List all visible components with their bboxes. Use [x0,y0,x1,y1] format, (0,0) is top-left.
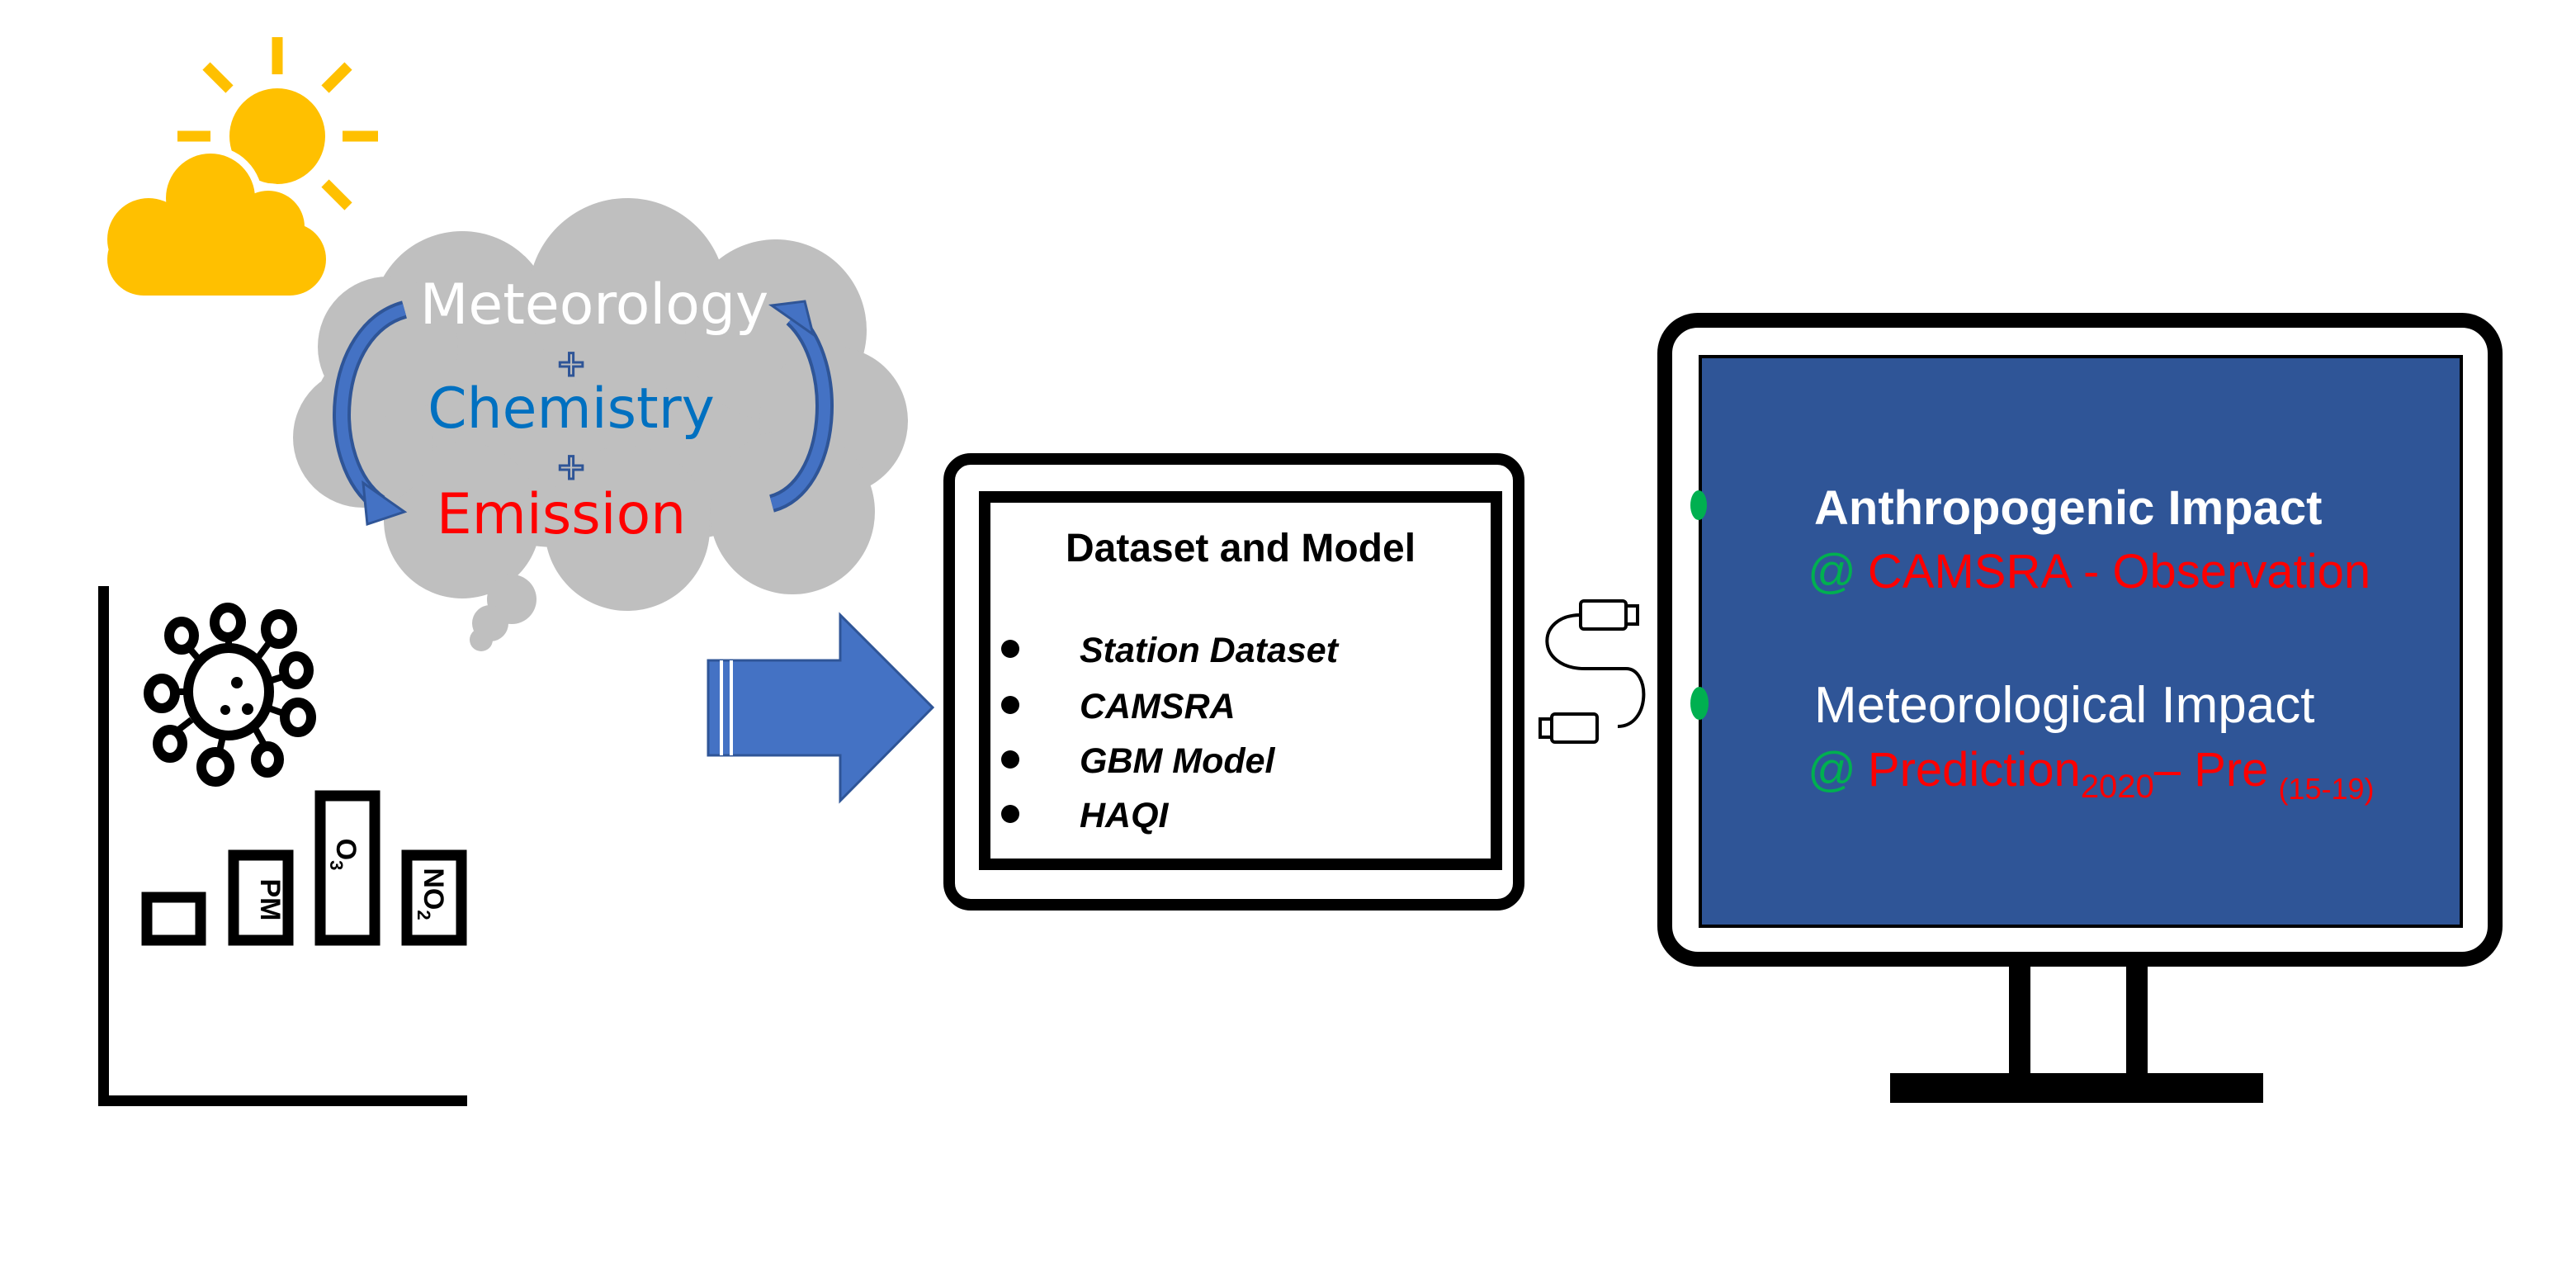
flow-arrow-icon [707,612,935,804]
svg-text:NO2: NO2 [414,868,449,920]
prediction-year-subscript: 2020 [2081,769,2154,805]
monitor [1657,313,2503,1103]
anthropogenic-impact-title: Anthropogenic Impact [1814,481,2322,535]
emission-label: Emission [437,482,687,547]
sun-cloud-icon [107,146,326,296]
pre-label: – Pre [2154,743,2269,797]
bar-label-pm: PM [254,879,286,921]
bullet-icon [1001,640,1019,658]
bar-label-no2-subscript: 2 [414,910,434,920]
dataset-item: Station Dataset [1080,631,1340,670]
bar-label-o3: O [330,839,362,860]
at-symbol: @ [1808,743,1856,797]
bullet-icon [1690,490,1707,520]
monitor-screen-content: Anthropogenic Impact @CAMSRA - Observati… [1690,481,2375,806]
sun-icon [177,37,378,210]
prediction-label: Prediction [1868,743,2081,797]
tablet-title: Dataset and Model [1066,527,1416,570]
bar-label-no2: NO [418,868,449,910]
bullet-icon [1001,696,1019,714]
tablet-panel: Dataset and Model Station Dataset CAMSRA… [943,453,1524,911]
bullet-icon [1001,750,1019,769]
anthropogenic-impact-detail: @CAMSRA - Observation [1808,545,2370,598]
svg-text:O3: O3 [326,839,362,871]
dataset-item: CAMSRA [1080,687,1236,726]
year-range-label: (15-19) [2278,772,2374,806]
bullet-icon [1690,687,1709,720]
plus-icon: + [556,446,587,488]
bar-chart-icon: PM O3 NO2 [98,586,467,1106]
plus-icon: + [556,343,587,385]
cable-connector-icon [1539,599,1646,744]
cycle-arrow-left-icon [333,300,408,527]
thought-cloud [293,198,908,651]
virus-icon [144,603,316,787]
meteorological-impact-title: Meteorological Impact [1814,677,2315,734]
meteorological-impact-detail: @Prediction2020– Pre (15-19) [1808,743,2375,806]
bar-label-o3-subscript: 3 [326,860,347,870]
at-symbol: @ [1808,545,1856,598]
bullet-icon [1001,805,1019,823]
camsra-observation-label: CAMSRA - Observation [1868,545,2370,598]
chemistry-label: Chemistry [428,376,715,442]
cycle-arrow-right-icon [768,300,834,513]
meteorology-label: Meteorology [420,272,769,338]
dataset-item: HAQI [1080,796,1170,835]
dataset-item: GBM Model [1080,741,1276,781]
